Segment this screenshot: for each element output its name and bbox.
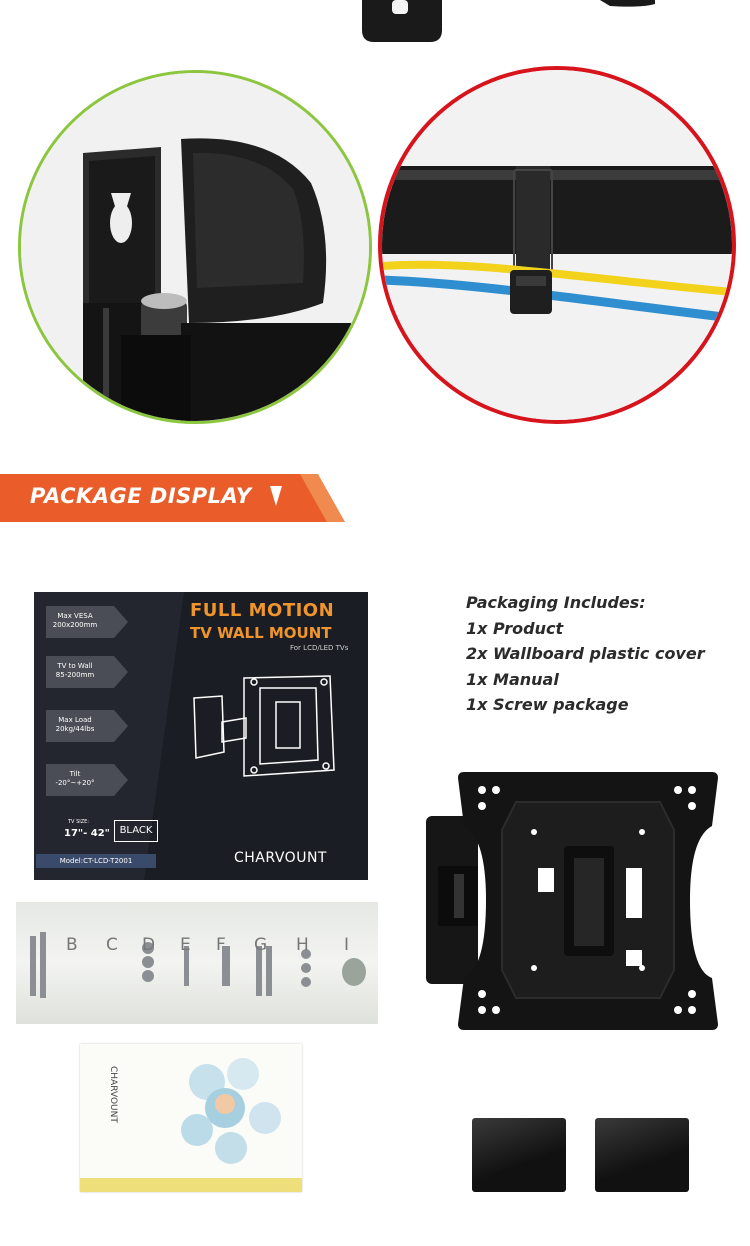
color-badge: BLACK — [114, 820, 158, 842]
wall-mount-product-image — [426, 772, 718, 1030]
hardware-letter: E — [180, 935, 191, 955]
hardware-letter: H — [296, 935, 309, 955]
includes-heading: Packaging Includes: — [466, 593, 646, 612]
box-title-line1: FULL MOTION — [190, 600, 335, 621]
chevron-down-icon — [270, 486, 282, 506]
mount-bracket-top-image — [362, 0, 655, 42]
tv-size-value: 17"- 42" — [64, 828, 110, 839]
list-item: 1x Product — [466, 618, 564, 638]
package-includes-list: Packaging Includes: 1x Product 2x Wallbo… — [466, 590, 705, 718]
list-item: 1x Screw package — [466, 695, 629, 714]
hardware-letter: C — [106, 935, 118, 955]
wallboard-cover-image — [472, 1118, 566, 1192]
list-item: 1x Manual — [466, 669, 559, 689]
wallboard-cover-image — [595, 1118, 689, 1192]
banner-title: PACKAGE DISPLAY — [30, 484, 252, 508]
hardware-letter: F — [216, 935, 226, 955]
hinge-detail-image — [18, 70, 372, 424]
cable-management-image — [378, 66, 736, 424]
box-title-line2: TV WALL MOUNT — [190, 624, 332, 642]
section-banner — [0, 474, 345, 522]
box-subtitle: For LCD/LED TVs — [290, 644, 349, 652]
brand-logo: CHARVOUNT — [234, 850, 327, 866]
package-box-image: FULL MOTION TV WALL MOUNT For LCD/LED TV… — [34, 592, 368, 880]
hardware-letter: I — [344, 935, 350, 955]
tv-size-label: TV SIZE: — [68, 819, 89, 825]
manual-stripe — [80, 1178, 302, 1192]
list-item: 2x Wallboard plastic cover — [466, 644, 705, 663]
hardware-letter: B — [66, 935, 78, 955]
spec-label: Tilt-20°~+20° — [55, 770, 95, 787]
hardware-letter: G — [254, 935, 268, 955]
manual-image — [80, 1044, 302, 1192]
manual-brand: CHARVOUNT — [108, 1066, 118, 1123]
hardware-letter: D — [142, 935, 156, 955]
screw-package-image: B C D E F G H I — [16, 902, 378, 1024]
model-label: Model:CT-LCD-T2001 — [36, 854, 156, 868]
